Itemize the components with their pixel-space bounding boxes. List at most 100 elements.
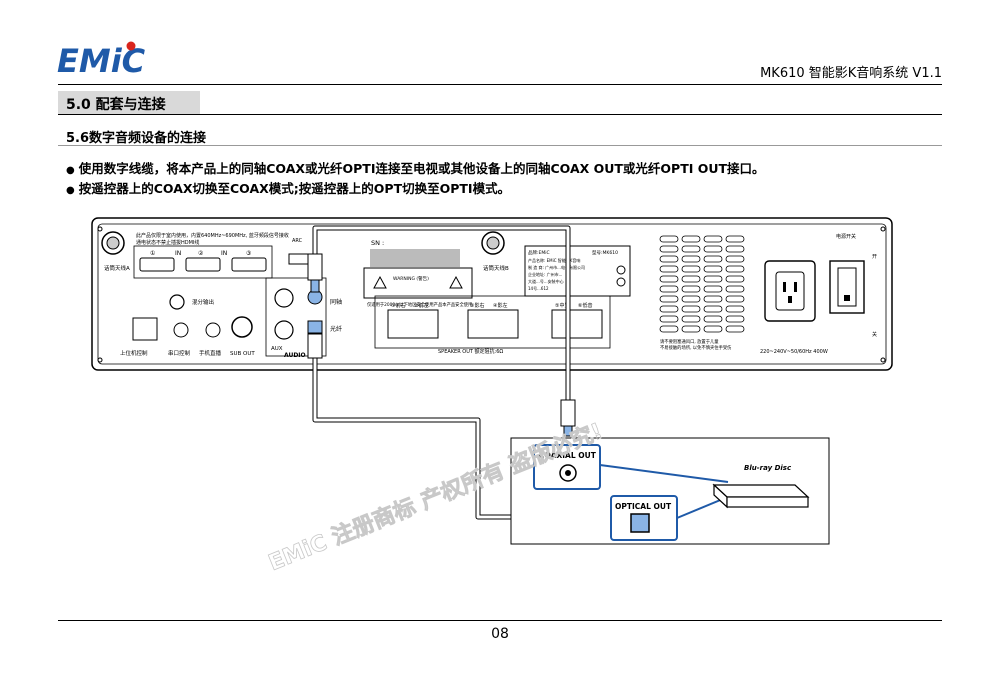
speaker-terminal-surround xyxy=(467,309,519,339)
vent-slot xyxy=(725,285,745,293)
aux-jack-1 xyxy=(274,288,294,308)
vent-slot xyxy=(681,285,701,293)
sn-sticker xyxy=(370,249,460,267)
ac-inlet-socket xyxy=(775,271,805,311)
vent-slot xyxy=(659,285,679,293)
arc-label: ARC xyxy=(292,238,303,244)
port-label: 上位机控制 xyxy=(120,349,148,357)
power-rocker-mark xyxy=(844,295,850,301)
coaxial-out-label: COAXIAL OUT xyxy=(539,451,597,460)
logo-dot xyxy=(126,41,136,51)
on-label: 开 xyxy=(872,254,877,260)
aux-jack-2 xyxy=(274,320,294,340)
vent-slot xyxy=(659,255,679,263)
info-line: 产品名称: EMiC 智能影K音响 xyxy=(528,257,580,263)
cert-icon xyxy=(616,265,626,275)
antenna-b-label: 话筒天线B xyxy=(483,264,509,272)
warning-box xyxy=(363,267,473,299)
vent-slot xyxy=(681,295,701,303)
optical-plug xyxy=(307,333,323,359)
power-switch-label: 电源开关 xyxy=(836,233,856,240)
vent-slot xyxy=(659,325,679,333)
coax-label: 同轴 xyxy=(330,298,342,306)
page-number: 08 xyxy=(491,626,509,642)
ac-pin xyxy=(788,296,792,303)
hdmi-port-1 xyxy=(139,257,175,272)
spk-sur-l: ④影左 xyxy=(493,302,507,309)
phone-jack xyxy=(205,322,221,338)
speaker-out-group xyxy=(374,295,611,349)
warning-triangle-icon xyxy=(449,275,463,289)
speaker-terminal-front xyxy=(387,309,439,339)
rating-label xyxy=(524,245,631,297)
spk-front-r: ①前右 xyxy=(391,302,405,309)
section-bar xyxy=(58,91,200,115)
aux-label: AUX xyxy=(271,346,283,352)
vent-slot xyxy=(725,325,745,333)
power-rocker xyxy=(837,267,857,307)
sub-out-jack xyxy=(169,294,185,310)
port-label: 手机直播 xyxy=(199,349,222,357)
vent-slot xyxy=(703,265,723,273)
vent-slot xyxy=(725,235,745,243)
hdmi-note-2: 通电状态不禁止插拔HDMI线 xyxy=(136,239,199,246)
vent-slot xyxy=(703,245,723,253)
hdmi-1-label: ① xyxy=(150,250,155,257)
bluray-player-top xyxy=(712,484,810,498)
vent-slot xyxy=(725,265,745,273)
coax-plug xyxy=(307,253,323,281)
info-line: 制 造 商: 广州市...电子有限公司 xyxy=(528,264,585,270)
screw-hole xyxy=(880,226,886,232)
vent-note-2: 不易接触的场所, 以免不慎夹住手受伤 xyxy=(660,344,731,351)
vent-slot xyxy=(725,295,745,303)
product-title: MK610 智能影K音响系统 V1.1 xyxy=(760,66,942,81)
speaker-terminal-center xyxy=(551,309,603,339)
vent-slot xyxy=(703,285,723,293)
sub-out-jack xyxy=(231,316,253,338)
vent-grille xyxy=(659,235,745,333)
optical-out-label: OPTICAL OUT xyxy=(615,502,672,511)
hdmi-group xyxy=(133,245,273,279)
coaxial-cable-core xyxy=(313,226,570,410)
spk-front-l: ②前左 xyxy=(414,302,428,309)
subsection-divider xyxy=(58,145,942,146)
vent-slot xyxy=(703,305,723,313)
vent-slot xyxy=(659,235,679,243)
antenna-b-core xyxy=(486,236,500,250)
coaxial-out-core xyxy=(565,470,571,476)
hdmi-arc-port xyxy=(288,253,310,265)
vent-slot xyxy=(725,275,745,283)
vent-slot xyxy=(703,325,723,333)
screw-hole xyxy=(880,357,886,363)
section-divider xyxy=(58,114,942,115)
emic-logo: EMiC xyxy=(55,38,160,82)
voltage-note: 仅适用于2000m以下地区安全使用产品本产品安全使用 xyxy=(367,301,472,308)
aux-audio-group xyxy=(265,277,327,357)
hdmi-3-label: ③ xyxy=(246,250,251,257)
antenna-a-label: 话筒天线A xyxy=(104,264,130,272)
warning-triangle-icon xyxy=(373,275,387,289)
callout-line xyxy=(599,464,729,483)
coax-plug xyxy=(560,399,576,427)
vent-slot xyxy=(703,275,723,283)
hdmi-2-label: ② xyxy=(198,250,204,257)
vent-slot xyxy=(681,235,701,243)
info-model: 型号:MK610 xyxy=(592,249,618,256)
hdmi-port-3 xyxy=(231,257,267,272)
vent-slot xyxy=(681,315,701,323)
vent-slot xyxy=(725,255,745,263)
spk-sub: ⑥低音 xyxy=(578,302,592,309)
sn-label: SN : xyxy=(371,239,384,247)
vent-slot xyxy=(681,305,701,313)
hdmi-note-1: 此产品仅限于室内使用，内置640MHz~690MHz, 蓝牙频段信号接收 xyxy=(136,232,289,239)
spk-center: ⑤中置 xyxy=(555,302,569,309)
instruction-bullet: 按遥控器上的COAX切换至COAX模式;按遥控器上的OPT切换至OPTI模式。 xyxy=(66,178,510,197)
instruction-bullet: 使用数字线缆，将本产品上的同轴COAX或光纤OPTI连接至电视或其他设备上的同轴… xyxy=(66,158,765,177)
vent-slot xyxy=(703,295,723,303)
section-title: 5.0 配套与连接 xyxy=(66,97,166,113)
vent-slot xyxy=(681,275,701,283)
info-brand: 品牌:EMiC xyxy=(528,249,550,256)
vent-slot xyxy=(725,305,745,313)
vent-slot xyxy=(659,265,679,273)
